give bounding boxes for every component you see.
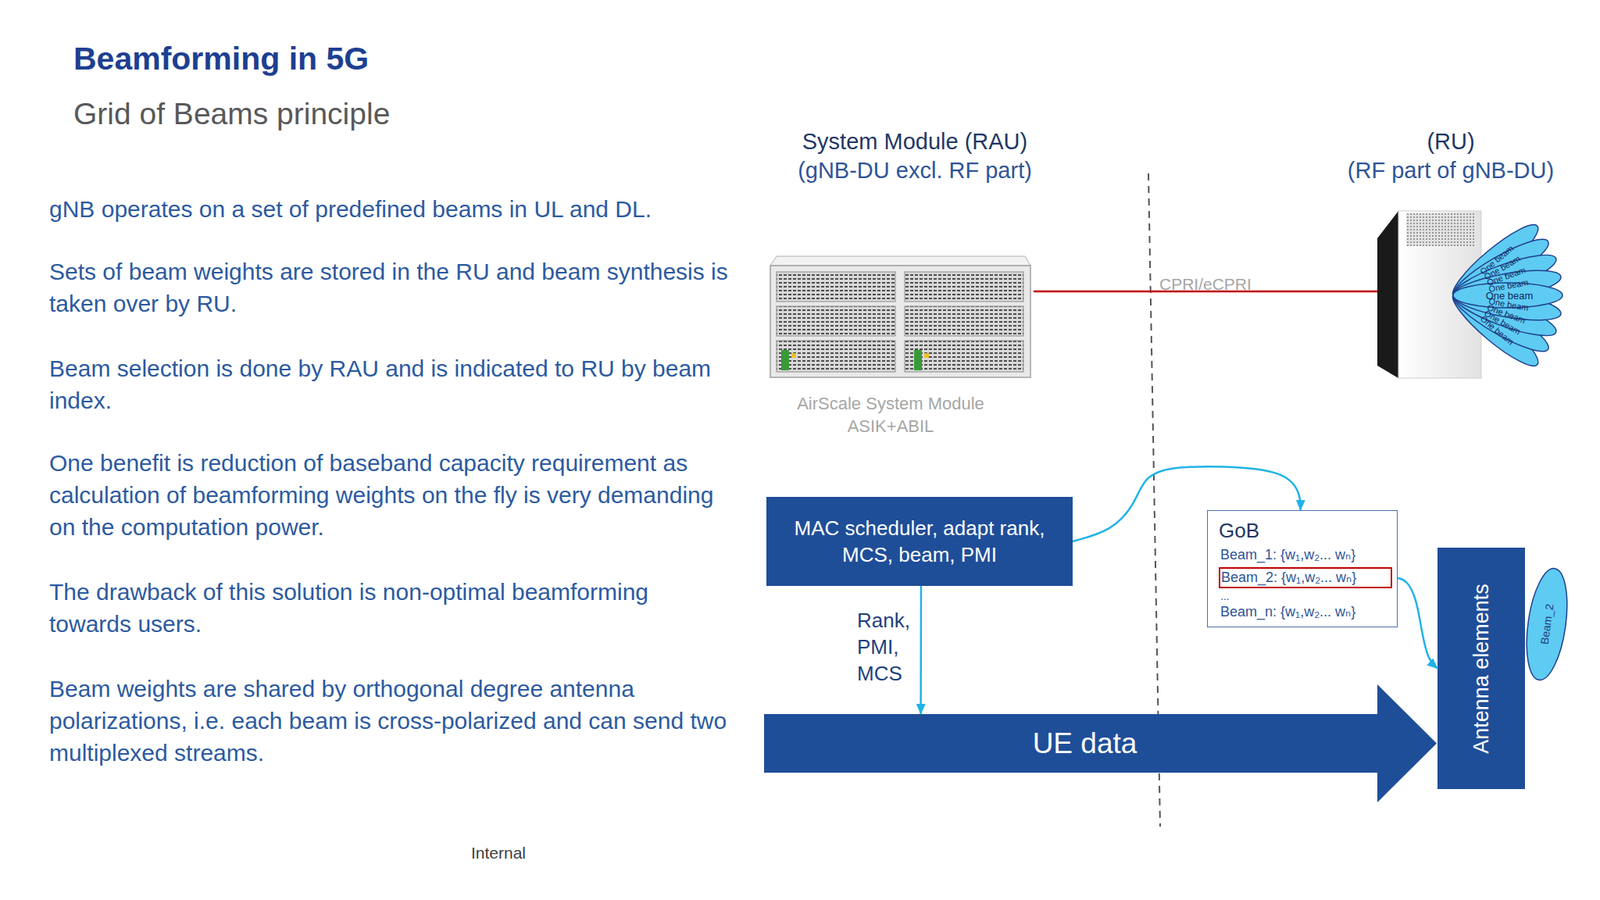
server-module	[904, 340, 1024, 372]
beam-ellipse: Beam_2	[1525, 566, 1568, 683]
scheduler-box: MAC scheduler, adapt rank, MCS, beam, PM…	[766, 496, 1073, 586]
server-module	[776, 340, 896, 372]
slide-subtitle: Grid of Beams principle	[73, 95, 390, 133]
server-module	[776, 306, 896, 336]
image-caption: ASIK+ABIL	[765, 416, 1016, 437]
ellipse-outline	[1520, 565, 1574, 683]
unit-name: System Module (RAU)	[758, 128, 1072, 156]
beam-entry: Beam_n: {w₁,w₂... wₙ}	[1220, 603, 1356, 621]
body-paragraph: The drawback of this solution is non-opt…	[49, 575, 729, 640]
unit-name: (RU)	[1317, 128, 1584, 156]
classification-mark: Internal	[420, 842, 577, 863]
server-module	[904, 271, 1024, 302]
server-led	[924, 353, 929, 358]
flow-arrow	[919, 585, 922, 715]
system-module-image	[770, 256, 1031, 378]
server-module	[776, 271, 896, 302]
data-arrow: UE data	[764, 714, 1437, 773]
server-led	[791, 353, 797, 358]
server-front	[770, 265, 1031, 378]
interface-name: CPRI/eCPRI	[1159, 274, 1252, 294]
server-connector	[914, 350, 922, 371]
slide-title: Beamforming in 5G	[73, 39, 369, 79]
beam-entry: Beam_2: {w₁,w₂... wₙ}	[1218, 567, 1393, 589]
body-paragraph: gNB operates on a set of predefined beam…	[49, 192, 729, 225]
beam-fan	[1445, 216, 1564, 375]
unit-note: (RF part of gNB-DU)	[1317, 157, 1584, 185]
ru-grille	[1406, 213, 1475, 247]
edge-label: Rank, PMI, MCS	[857, 607, 918, 687]
ellipsis: ...	[1220, 589, 1230, 603]
antenna-box: Antenna elements	[1437, 547, 1525, 790]
body-paragraph: Beam selection is done by RAU and is ind…	[49, 352, 729, 417]
body-paragraph: Beam weights are shared by orthogonal de…	[49, 672, 729, 769]
box-text: Antenna elements	[1468, 583, 1494, 754]
ru-side	[1377, 210, 1399, 379]
beam-entry: Beam_1: {w₁,w₂... wₙ}	[1220, 546, 1356, 564]
server-module	[904, 306, 1024, 336]
codebook-box: GoB Beam_1: {w₁,w₂... wₙ} Beam_2: {w₁,w₂..…	[1207, 510, 1398, 628]
arrow-outline	[764, 684, 1437, 803]
arrow-text: UE data	[778, 714, 1392, 773]
server-connector	[781, 350, 790, 371]
box-heading: GoB	[1218, 518, 1260, 543]
flow-arrow	[1397, 578, 1438, 669]
image-caption: AirScale System Module	[765, 393, 1016, 415]
body-paragraph: Sets of beam weights are stored in the R…	[49, 255, 729, 320]
unit-note: (gNB-DU excl. RF part)	[758, 157, 1072, 185]
box-text: MAC scheduler, adapt rank, MCS, beam, PM…	[789, 514, 1050, 568]
body-paragraph: One benefit is reduction of baseband cap…	[49, 446, 729, 543]
server-top	[770, 256, 1031, 266]
